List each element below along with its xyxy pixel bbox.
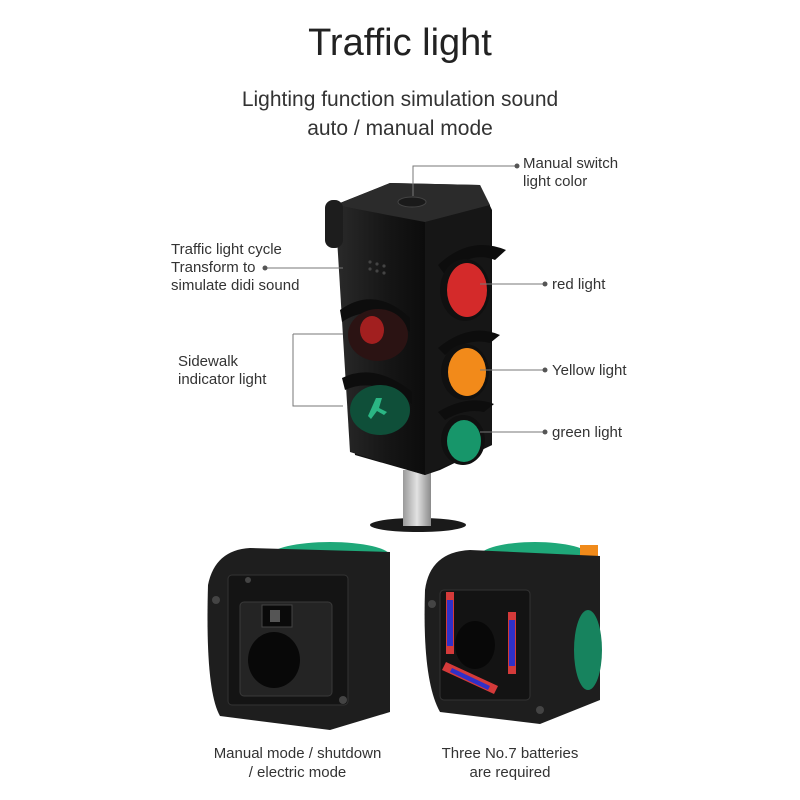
yellow-lamp	[448, 348, 486, 396]
red-lamp	[447, 263, 487, 317]
caption-right-line-2: are required	[469, 764, 551, 781]
page-title: Traffic light	[308, 22, 492, 64]
callout-sidewalk-line-2: indicator light	[178, 371, 267, 388]
switch-compartment-photo	[205, 542, 390, 730]
callout-sidewalk: Sidewalk indicator light	[178, 353, 266, 389]
speaker-holes	[368, 260, 386, 275]
subtitle-line-1: Lighting function simulation sound	[241, 88, 559, 111]
callout-cycle-line-2: Transform to	[171, 259, 256, 276]
side-visor-red	[438, 245, 506, 275]
callout-green-light: green light	[552, 424, 623, 441]
side-visor-green	[438, 400, 494, 420]
caption-right-line-1: Three No.7 batteries	[441, 745, 579, 762]
callout-yellow-light: Yellow light	[552, 362, 627, 379]
callout-sidewalk-line-1: Sidewalk	[178, 353, 239, 370]
callout-dots	[262, 163, 548, 435]
subtitle-line-2: auto / manual mode	[307, 117, 493, 140]
front-visor-2	[342, 372, 412, 404]
side-knob	[325, 200, 343, 248]
caption-left-line-2: / electric mode	[248, 764, 347, 781]
manual-switch	[397, 196, 427, 208]
callout-manual-switch-line-2: light color	[523, 173, 588, 190]
front-visor-1	[340, 299, 410, 332]
battery-compartment-photo	[420, 542, 602, 730]
callout-lines	[265, 165, 545, 433]
callout-manual-switch-line-1: Manual switch	[523, 155, 619, 172]
callout-cycle-line-3: simulate didi sound	[171, 277, 300, 294]
pole	[403, 470, 431, 526]
callout-cycle: Traffic light cycle Transform to simulat…	[171, 241, 299, 295]
caption-right: Three No.7 batteries are required	[410, 744, 610, 782]
callout-manual-switch: Manual switch light color	[523, 155, 618, 191]
walking-person-icon	[368, 398, 387, 419]
callout-red-light: red light	[552, 276, 606, 293]
caption-left: Manual mode / shutdown / electric mode	[190, 744, 405, 782]
green-lamp	[447, 420, 481, 462]
callout-cycle-line-1: Traffic light cycle	[171, 241, 282, 258]
caption-left-line-1: Manual mode / shutdown	[213, 745, 382, 762]
traffic-light-body	[325, 183, 506, 475]
